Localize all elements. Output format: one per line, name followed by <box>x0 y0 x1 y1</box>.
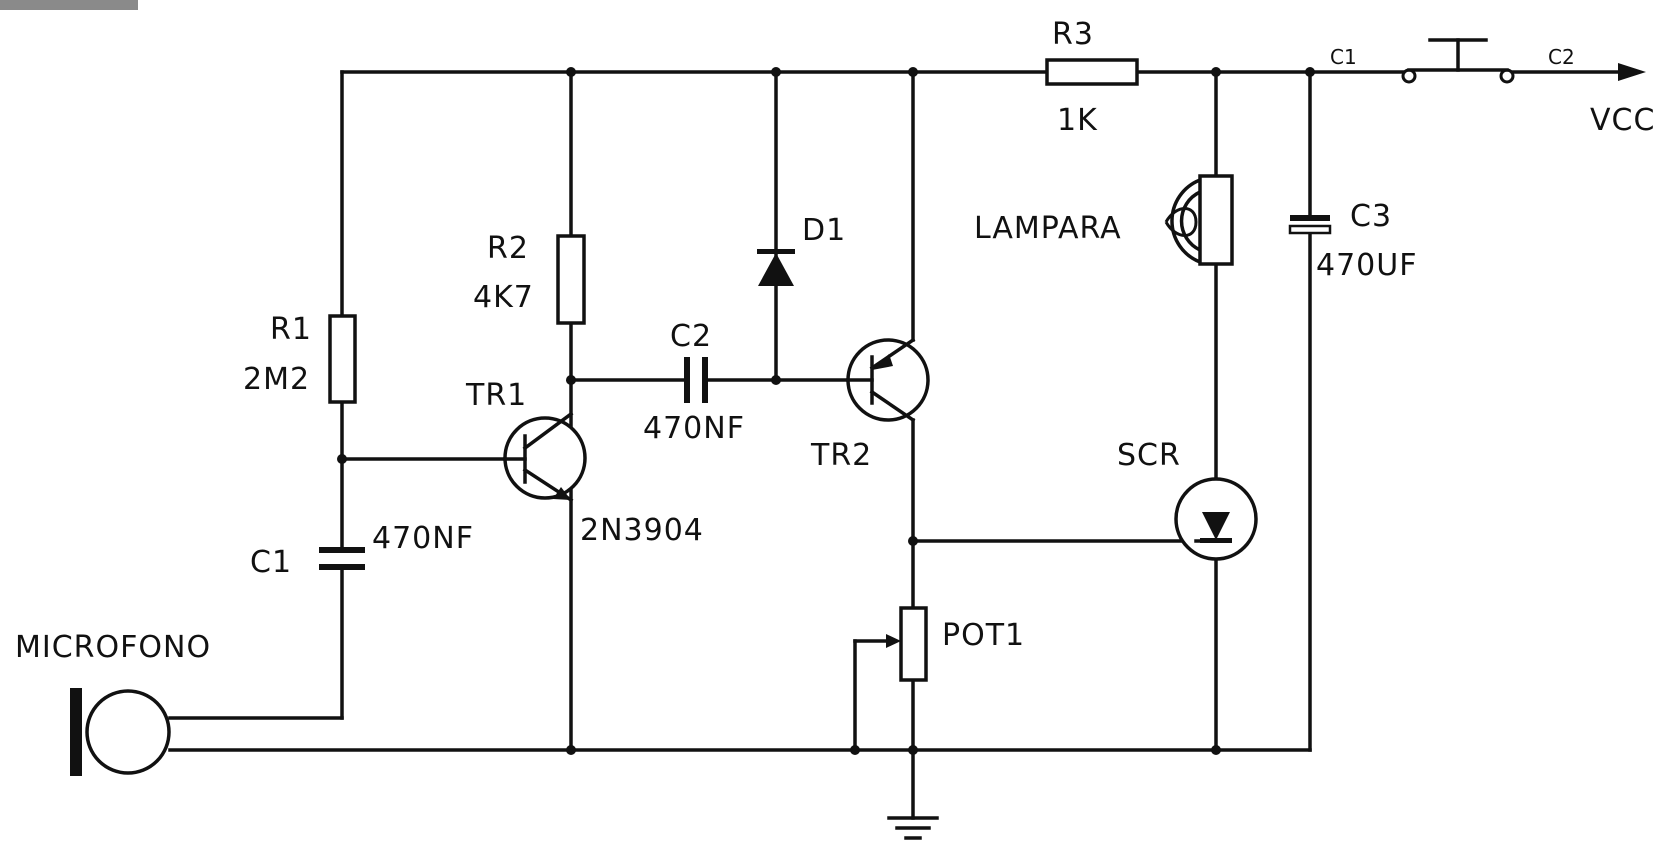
vcc-arrow-icon <box>1618 63 1646 81</box>
label-tr2: TR2 <box>810 438 872 473</box>
label-r3: R3 <box>1052 17 1094 52</box>
label-r3-value: 1K <box>1057 103 1098 138</box>
label-scr: SCR <box>1117 438 1181 473</box>
label-c1-value: 470NF <box>372 521 474 556</box>
label-r2: R2 <box>487 231 529 266</box>
label-switch-in: C1 <box>1330 45 1357 69</box>
scr-thyristor <box>1174 477 1258 561</box>
label-tr1-part: 2N3904 <box>580 513 704 548</box>
ground-symbol <box>887 816 939 840</box>
lamp <box>1164 174 1234 266</box>
label-r1: R1 <box>270 312 312 347</box>
label-lamp: LAMPARA <box>974 211 1122 246</box>
junction-dots <box>337 67 1315 755</box>
resistor-r3 <box>1045 58 1139 86</box>
label-c1: C1 <box>250 545 292 580</box>
diode-d1 <box>757 249 795 286</box>
wires <box>168 70 1627 820</box>
label-microphone: MICROFONO <box>15 630 211 665</box>
label-c3: C3 <box>1350 199 1392 234</box>
label-c3-value: 470UF <box>1316 248 1417 283</box>
scan-artifact <box>0 0 138 10</box>
capacitor-c1 <box>319 547 365 570</box>
label-c2-value: 470NF <box>643 411 745 446</box>
switch <box>1401 38 1515 84</box>
transistor-tr2 <box>846 337 930 423</box>
potentiometer-pot1 <box>886 606 928 682</box>
label-pot1: POT1 <box>942 618 1025 653</box>
resistor-r1 <box>328 314 357 404</box>
capacitor-c3 <box>1288 215 1332 235</box>
label-r1-value: 2M2 <box>243 362 310 397</box>
microphone <box>70 688 171 776</box>
label-tr1: TR1 <box>465 378 527 413</box>
capacitor-c2 <box>684 357 708 403</box>
label-c2: C2 <box>670 319 712 354</box>
label-switch-out: C2 <box>1548 45 1575 69</box>
label-r2-value: 4K7 <box>473 280 534 315</box>
label-d1: D1 <box>802 213 846 248</box>
resistor-r2 <box>556 234 586 325</box>
transistor-tr1 <box>503 411 587 503</box>
label-vcc: VCC <box>1590 103 1655 138</box>
